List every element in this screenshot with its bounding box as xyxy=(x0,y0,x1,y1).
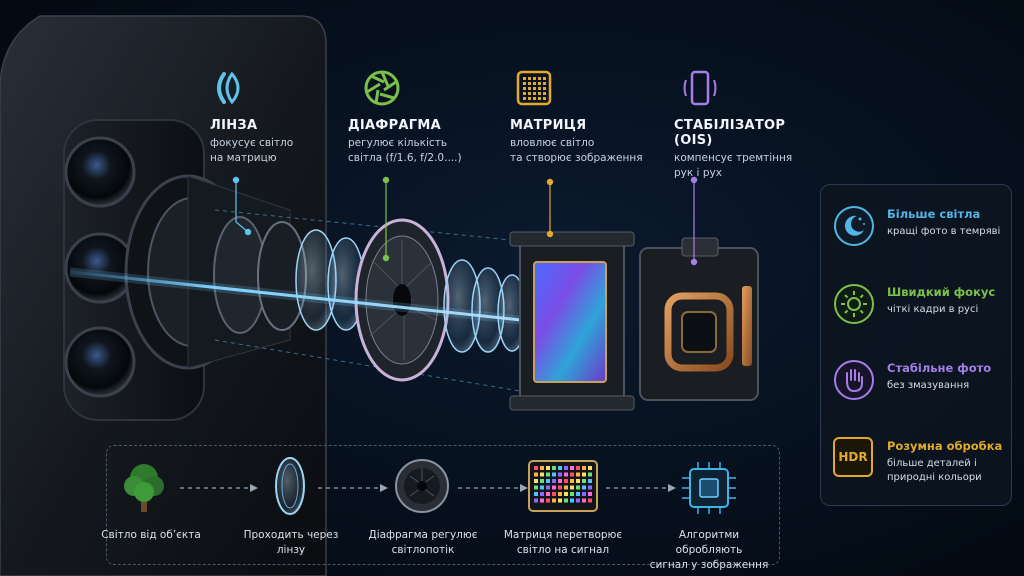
step-label-through-lens: Проходить через лінзу xyxy=(226,528,356,558)
step-text-line: лінзу xyxy=(276,544,306,556)
sensor-grid-icon xyxy=(528,460,598,512)
processor-chip-icon xyxy=(682,462,736,514)
sensor-desc-line-2: та створює зображення xyxy=(510,152,643,164)
ois-desc-line-2: рук і рух xyxy=(674,167,722,179)
feature-title: Більше світла xyxy=(887,207,981,221)
lens-icon xyxy=(217,71,240,105)
feature-desc: більше деталей і природні кольори xyxy=(887,458,982,483)
component-lens: ЛІНЗА фокусує світло на матрицю xyxy=(210,68,350,166)
hdr-icon-text: HDR xyxy=(838,450,868,464)
step-label-sensor-signal: Матриця перетворює світло на сигнал xyxy=(498,528,628,558)
step-label-algorithms: Алгоритми обробляють сигнал у зображення xyxy=(644,528,774,573)
aperture-desc-line-2: світла (f/1.6, f/2.0....) xyxy=(348,152,462,164)
lens-element-icon xyxy=(275,457,305,515)
feature-more-light: Більше світла кращі фото в темряві xyxy=(833,203,1009,253)
features-panel: Більше світла кращі фото в темряві Швидк… xyxy=(820,184,1012,506)
feature-desc: чіткі кадри в русі xyxy=(887,304,979,315)
component-ois: СТАБІЛІЗАТОР (OIS) компенсує тремтіння р… xyxy=(674,68,824,181)
step-text-line: Алгоритми обробляють xyxy=(675,529,743,556)
step-text-line: Проходить через xyxy=(243,529,339,541)
process-flow xyxy=(106,445,780,565)
step-text-line: сигнал у зображення xyxy=(649,559,769,571)
feature-title: Розумна обробка xyxy=(887,439,1003,453)
step-text-line: Діафрагма регулює xyxy=(368,529,478,541)
ois-title: СТАБІЛІЗАТОР (OIS) xyxy=(674,118,786,148)
phone-shake-icon xyxy=(683,70,717,106)
aperture-title: ДІАФРАГМА xyxy=(348,118,441,133)
component-sensor: МАТРИЦЯ вловлює світло та створює зображ… xyxy=(510,68,660,166)
sun-focus-icon xyxy=(834,284,874,324)
hdr-icon: HDR xyxy=(833,437,873,477)
feature-title: Стабільне фото xyxy=(887,361,992,375)
feature-smart-processing: HDR Розумна обробка більше деталей і при… xyxy=(833,435,1009,485)
feature-stable-photo: Стабільне фото без змазування xyxy=(833,357,1009,407)
hand-icon xyxy=(834,360,874,400)
sensor-title: МАТРИЦЯ xyxy=(510,118,587,133)
ois-desc-line-1: компенсує тремтіння xyxy=(674,152,793,164)
step-text-line: світлопотік xyxy=(391,544,455,556)
step-label-object-light: Світло від об’єкта xyxy=(86,528,216,543)
step-label-aperture-flow: Діафрагма регулює світлопотік xyxy=(358,528,488,558)
step-text-line: світло на сигнал xyxy=(516,544,610,556)
lens-desc-line-1: фокусує світло xyxy=(210,137,294,149)
aperture-icon xyxy=(364,70,400,106)
aperture-desc-line-1: регулює кількість xyxy=(348,137,448,149)
aperture-ring-icon xyxy=(395,459,449,513)
sensor-chip-icon xyxy=(516,70,552,106)
step-text-line: Матриця перетворює xyxy=(503,529,623,541)
step-text-line: Світло від об’єкта xyxy=(101,529,201,541)
sensor-desc-line-1: вловлює світло xyxy=(510,137,595,149)
lens-title: ЛІНЗА xyxy=(210,118,258,133)
feature-title: Швидкий фокус xyxy=(887,285,996,299)
lens-desc-line-2: на матрицю xyxy=(210,152,277,164)
moon-stars-icon xyxy=(834,206,874,246)
feature-desc: кращі фото в темряві xyxy=(887,226,1001,237)
tree-icon xyxy=(124,464,164,512)
component-aperture: ДІАФРАГМА регулює кількість світла (f/1.… xyxy=(348,68,498,166)
feature-desc: без змазування xyxy=(887,380,970,391)
feature-fast-focus: Швидкий фокус чіткі кадри в русі xyxy=(833,281,1009,331)
